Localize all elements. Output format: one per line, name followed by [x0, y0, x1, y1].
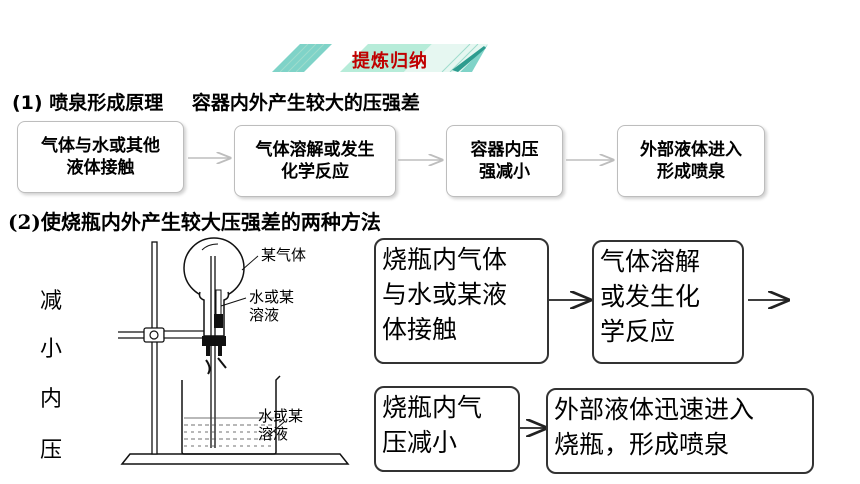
method-char-3: 内: [40, 387, 63, 412]
flow-box-1-line1: 气体与水或其他: [41, 136, 160, 156]
method-char-4: 压: [40, 438, 63, 463]
step-box-2-line1: 气体溶解: [600, 247, 701, 276]
section1-title: 喷泉形成原理: [49, 92, 164, 114]
step-box-1: 烧瓶内气体 与水或某液 体接触: [374, 238, 549, 364]
step-box-4: 外部液体迅速进入 烧瓶，形成喷泉: [546, 388, 814, 474]
flow-box-4-line2: 形成喷泉: [657, 162, 725, 182]
flow-box-1: 气体与水或其他 液体接触: [17, 121, 184, 193]
banner-title: 提炼归纳: [352, 51, 428, 72]
gas-label: 某气体: [261, 246, 307, 264]
flask-bulb: [183, 237, 245, 299]
step-box-4-line2: 烧瓶，形成喷泉: [554, 430, 730, 459]
section1-heading: (1) 喷泉形成原理 容器内外产生较大的压强差: [12, 88, 420, 115]
flask-liquid-label: 水或某 溶液: [249, 288, 294, 324]
step-box-2-line3: 学反应: [600, 317, 676, 346]
flow-box-4-line1: 外部液体进入: [640, 140, 742, 160]
flow-box-2-line1: 气体溶解或发生: [255, 140, 375, 160]
stand-rod: [151, 241, 158, 455]
flow-box-2: 气体溶解或发生 化学反应: [234, 125, 396, 197]
step-box-2: 气体溶解 或发生化 学反应: [592, 240, 744, 364]
flask-liquid-label-line2: 溶液: [249, 306, 280, 324]
step-box-1-line3: 体接触: [382, 315, 458, 344]
flow-box-1-line2: 液体接触: [66, 158, 135, 178]
flow-box-3: 容器内压 强减小: [446, 125, 563, 197]
step-box-3-line1: 烧瓶内气: [382, 393, 483, 422]
stopper: [202, 336, 226, 346]
flow-box-4: 外部液体进入 形成喷泉: [617, 125, 765, 197]
step-box-3-line2: 压减小: [382, 428, 458, 457]
step-box-4-line1: 外部液体迅速进入: [554, 395, 755, 424]
flask-liquid-label-line1: 水或某: [249, 288, 295, 306]
section1-subtitle: 容器内外产生较大的压强差: [191, 92, 420, 114]
flow-box-3-line1: 容器内压: [470, 140, 539, 160]
method-char-2: 小: [40, 337, 63, 362]
stand-base: [120, 453, 350, 465]
fountain-apparatus: [118, 237, 350, 465]
beaker-liquid-label-line2: 溶液: [258, 425, 289, 443]
section1-number: (1): [12, 92, 43, 114]
beaker: [181, 375, 281, 455]
flow-box-3-line2: 强减小: [479, 162, 530, 182]
beaker-liquid-label: 水或某 溶液: [258, 407, 303, 443]
beaker-liquid-label-line1: 水或某: [258, 407, 304, 425]
section2-title: (2)使烧瓶内外产生较大压强差的两种方法: [8, 210, 381, 234]
section-banner: [272, 44, 488, 72]
step-box-1-line2: 与水或某液: [382, 280, 508, 309]
step-box-2-line2: 或发生化: [600, 282, 701, 311]
method-char-1: 减: [40, 289, 63, 314]
step-box-3: 烧瓶内气 压减小: [374, 386, 520, 472]
step-box-1-line1: 烧瓶内气体: [382, 245, 508, 274]
flow-box-2-line2: 化学反应: [281, 162, 349, 182]
